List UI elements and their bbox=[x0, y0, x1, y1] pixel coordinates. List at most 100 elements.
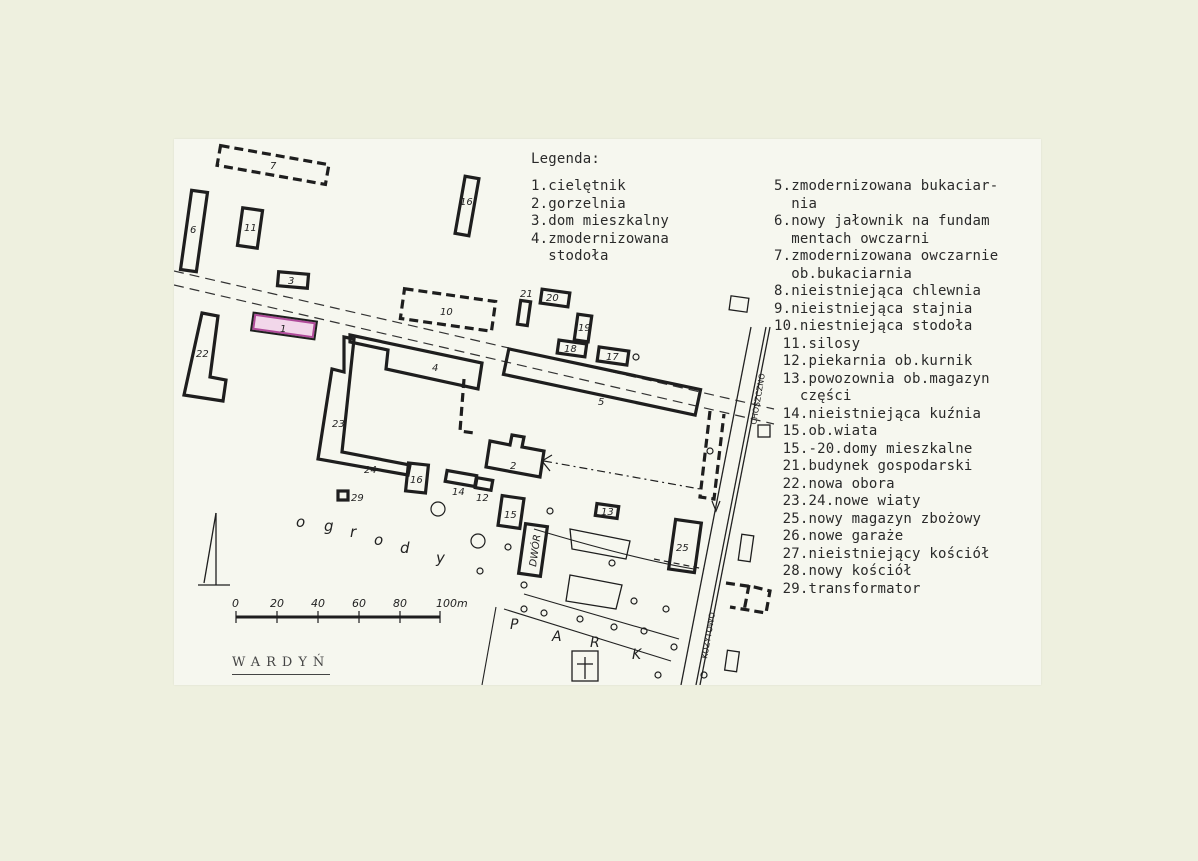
courtyard-bed bbox=[565, 574, 623, 610]
building-number: 10 bbox=[440, 307, 453, 318]
building-number: 25 bbox=[676, 543, 689, 554]
tree-icon bbox=[430, 501, 446, 517]
building-number: 11 bbox=[244, 223, 257, 234]
garden-letter: r bbox=[350, 523, 357, 541]
building-number: 15 bbox=[504, 510, 517, 521]
main-road-edge bbox=[695, 326, 767, 685]
courtyard-bed bbox=[569, 528, 631, 560]
building-number: 24 bbox=[364, 465, 377, 476]
tree-icon bbox=[610, 623, 618, 631]
building-number: 2 bbox=[510, 461, 516, 472]
tree-icon bbox=[700, 671, 708, 679]
direction-arrow-icon bbox=[711, 500, 721, 513]
building-number: 1 bbox=[280, 324, 286, 335]
building-dwor bbox=[516, 521, 550, 579]
building-11 bbox=[235, 205, 265, 251]
road-label-south: KOZYTOWO bbox=[700, 612, 717, 660]
tree-icon bbox=[520, 581, 528, 589]
building-9 bbox=[458, 378, 475, 435]
tree-icon bbox=[540, 609, 548, 617]
building-27 bbox=[725, 581, 772, 615]
tree-icon bbox=[670, 643, 678, 651]
building-number: 22 bbox=[196, 349, 209, 360]
direction-line bbox=[653, 558, 705, 570]
main-road-edge bbox=[699, 326, 771, 685]
map-sheet: 0 20 40 60 80 100m 1 2 3 4 5 6 7 10 11 1… bbox=[174, 139, 1041, 685]
park-path bbox=[481, 606, 497, 685]
old-road-line bbox=[174, 270, 775, 410]
scale-label: 100m bbox=[436, 597, 468, 610]
tree-icon bbox=[662, 605, 670, 613]
building-25 bbox=[666, 517, 704, 575]
garage-26 bbox=[757, 424, 771, 438]
building-21 bbox=[515, 298, 533, 328]
building-2 bbox=[484, 433, 546, 479]
building-22 bbox=[182, 311, 228, 403]
building-1-highlighted bbox=[252, 313, 316, 339]
tree-icon bbox=[640, 627, 648, 635]
building-5 bbox=[501, 347, 703, 417]
building-number: 17 bbox=[606, 352, 619, 363]
park-path bbox=[503, 608, 672, 662]
tree-icon bbox=[576, 615, 584, 623]
scale-label: 60 bbox=[352, 597, 366, 610]
main-road-edge bbox=[680, 326, 752, 685]
tree-icon bbox=[632, 353, 640, 361]
park-letter: P bbox=[510, 617, 519, 633]
tree-icon bbox=[546, 507, 554, 515]
dwor-label: DWÓR bbox=[526, 534, 543, 568]
building-number: 5 bbox=[598, 397, 604, 408]
building-1-outline bbox=[249, 311, 319, 341]
building-number: 3 bbox=[288, 276, 294, 287]
site-plan: 0 20 40 60 80 100m 1 2 3 4 5 6 7 10 11 1… bbox=[174, 143, 775, 685]
scale-label: 80 bbox=[393, 597, 407, 610]
transformer-29 bbox=[336, 489, 350, 502]
building-27 bbox=[742, 584, 751, 612]
tree-icon bbox=[654, 671, 662, 679]
garden-letter: y bbox=[435, 549, 446, 567]
park-letter: R bbox=[590, 635, 600, 651]
building-7 bbox=[215, 143, 331, 187]
building-18 bbox=[555, 338, 589, 359]
building-4 bbox=[348, 333, 484, 391]
tree-icon bbox=[476, 567, 484, 575]
garden-letter: g bbox=[324, 517, 334, 535]
building-16-north bbox=[453, 174, 481, 238]
building-number: 21 bbox=[520, 289, 533, 300]
scale-label: 20 bbox=[270, 597, 284, 610]
garden-letter: o bbox=[374, 531, 383, 549]
building-17 bbox=[595, 345, 631, 367]
garden-letter: o bbox=[296, 513, 305, 531]
scale-label: 0 bbox=[232, 597, 239, 610]
building-number: 7 bbox=[270, 161, 277, 172]
building-number: 4 bbox=[432, 363, 438, 374]
building-number: 14 bbox=[452, 487, 465, 498]
building-14 bbox=[443, 468, 479, 489]
tree-icon bbox=[630, 597, 638, 605]
building-number: 29 bbox=[351, 493, 364, 504]
park-letter: K bbox=[632, 647, 643, 663]
park-path bbox=[523, 593, 680, 640]
building-number: 20 bbox=[546, 293, 559, 304]
old-road-line bbox=[174, 284, 775, 425]
direction-arrow-icon bbox=[541, 454, 553, 472]
park-letter: A bbox=[551, 629, 562, 645]
building-number: 18 bbox=[564, 344, 577, 355]
building-number: 16 bbox=[460, 197, 473, 208]
tree-icon bbox=[520, 605, 528, 613]
building-number: 6 bbox=[190, 225, 196, 236]
building-13 bbox=[593, 501, 621, 521]
tree-icon bbox=[504, 543, 512, 551]
garden-letter: d bbox=[400, 539, 410, 557]
garage-26 bbox=[737, 533, 755, 563]
building-15 bbox=[496, 493, 526, 531]
building-number: 16 bbox=[410, 475, 423, 486]
building-19 bbox=[572, 312, 594, 344]
direction-line bbox=[543, 460, 701, 490]
building-6 bbox=[178, 188, 210, 274]
building-23-24 bbox=[316, 335, 412, 477]
tree-icon bbox=[706, 447, 714, 455]
garage-26 bbox=[723, 649, 741, 673]
building-12 bbox=[473, 475, 495, 493]
tree-icon bbox=[608, 559, 616, 567]
